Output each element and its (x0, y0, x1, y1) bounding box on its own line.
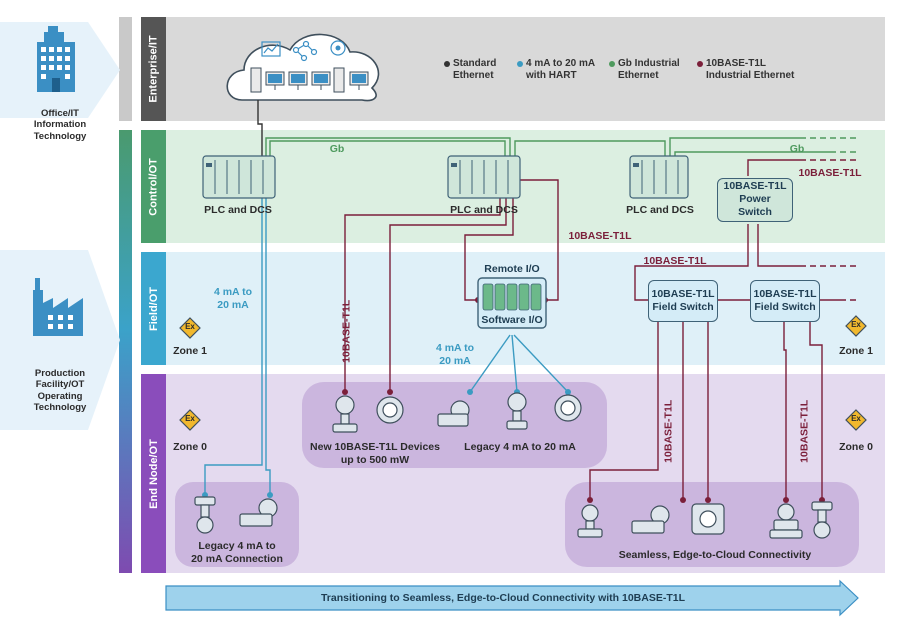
side-gradient-bar (119, 130, 132, 573)
office-it-label: Office/IT Information Technology (33, 108, 87, 142)
new-devices-label: New 10BASE-T1L Devices up to 500 mW (310, 441, 440, 466)
ex-icon: Ex (185, 322, 195, 331)
plc-dcs-label-2: PLC and DCS (450, 204, 518, 216)
t1l-label-mid: 10BASE-T1L (568, 230, 632, 242)
legend-10base-t1l: 10BASE-T1L Industrial Ethernet (697, 58, 794, 82)
seamless-label: Seamless, Edge-to-Cloud Connectivity (618, 549, 812, 561)
ex-icon: Ex (851, 320, 861, 329)
t1l-vertical-1: 10BASE-T1L (662, 399, 675, 463)
transition-arrow (165, 579, 859, 617)
legend-dot-icon (697, 61, 703, 67)
zone1-left: Zone 1 (173, 345, 207, 357)
office-building-icon (37, 26, 75, 92)
control-band-label: Control/OT (141, 130, 166, 243)
t1l-label-right: 10BASE-T1L (798, 167, 862, 179)
zone1-right: Zone 1 (839, 345, 873, 357)
legacy-left-label: Legacy 4 mA to 20 mA Connection (191, 540, 283, 565)
legend-dot-icon (517, 61, 523, 67)
zone0-left: Zone 0 (173, 441, 207, 453)
field-band-label: Field/OT (141, 252, 166, 365)
plc-rack-icons (202, 155, 689, 199)
remote-io-module (477, 277, 547, 329)
legacy-left-group (175, 482, 299, 567)
endnode-band-label: End Node/OT (141, 374, 166, 573)
enterprise-band-label: Enterprise/IT (141, 17, 166, 121)
ex-icon: Ex (851, 414, 861, 423)
t1l-vertical-field: 10BASE-T1L (340, 299, 353, 363)
legend-gb-ethernet: Gb Industrial Ethernet (609, 58, 680, 82)
ex-symbols (179, 315, 867, 431)
legend-dot-icon (444, 61, 450, 67)
zone0-right: Zone 0 (839, 441, 873, 453)
software-io-label: Software I/O (481, 314, 543, 326)
plc-dcs-label-1: PLC and DCS (204, 204, 272, 216)
legend-4-20ma: 4 mA to 20 mA with HART (517, 58, 595, 82)
cloud-icon (226, 33, 380, 102)
t1l-label-field: 10BASE-T1L (643, 255, 707, 267)
factory-icon (33, 278, 83, 336)
plc-dcs-label-3: PLC and DCS (626, 204, 694, 216)
field-device-icons (194, 392, 833, 539)
power-switch: 10BASE-T1L Power Switch (717, 178, 793, 222)
legend-standard-ethernet: Standard Ethernet (444, 58, 496, 82)
gb-label-2: Gb (789, 143, 805, 155)
production-ot-label: Production Facility/OT Operating Technol… (33, 368, 87, 414)
ex-icon: Ex (185, 414, 195, 423)
legacy-mid-label: Legacy 4 mA to 20 mA (464, 441, 576, 453)
ma-label-mid: 4 mA to 20 mA (435, 342, 475, 367)
side-gray-bar (119, 17, 132, 121)
remote-io-label: Remote I/O (484, 263, 540, 275)
t1l-vertical-2: 10BASE-T1L (798, 399, 811, 463)
gb-label-1: Gb (329, 143, 345, 155)
ma-label-left: 4 mA to 20 mA (213, 286, 253, 311)
legend-dot-icon (609, 61, 615, 67)
transition-arrow-label: Transitioning to Seamless, Edge-to-Cloud… (320, 592, 686, 604)
field-switch-1: 10BASE-T1L Field Switch (648, 280, 718, 322)
field-switch-2: 10BASE-T1L Field Switch (750, 280, 820, 322)
